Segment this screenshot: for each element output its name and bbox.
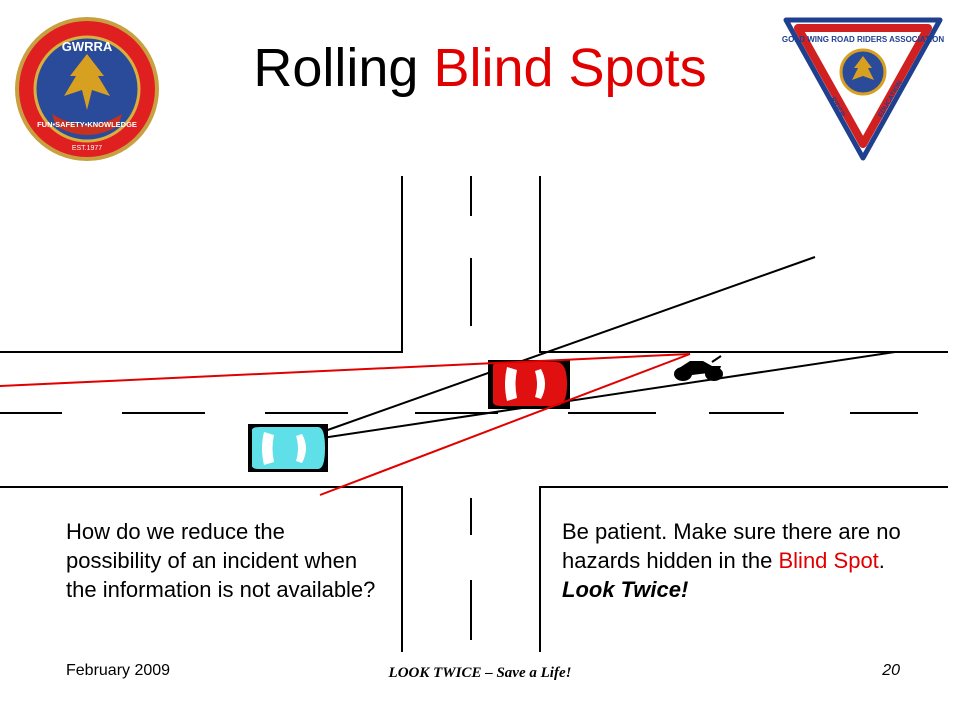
- rider-ed-top-text: GOLD WING ROAD RIDERS ASSOCIATION: [782, 35, 944, 44]
- sight-line-lower: [321, 351, 896, 439]
- gwrra-ring-text: GWRRA: [62, 39, 113, 54]
- slide-title: Rolling Blind Spots: [0, 36, 960, 100]
- footer-slogan: LOOK TWICE – Save a Life!: [388, 665, 572, 681]
- gwrra-banner-text: FUN•SAFETY•KNOWLEDGE: [37, 120, 137, 129]
- intersection-diagram: [0, 176, 948, 652]
- gwrra-established-text: EST.1977: [72, 145, 102, 152]
- road-edge-bottom-right: [539, 486, 948, 652]
- title-part-2: Blind Spots: [433, 38, 707, 98]
- cyan-car: [248, 424, 328, 472]
- answer-emphasis: Look Twice!: [562, 577, 689, 602]
- blind-spot-lines: [0, 353, 691, 496]
- page-number: 20: [882, 662, 900, 679]
- rider-education-logo: GOLD WING ROAD RIDERS ASSOCIATION RIDER …: [782, 17, 944, 161]
- road-edge-bottom-left: [0, 486, 403, 652]
- answer-text: Be patient. Make sure there are no hazar…: [562, 517, 942, 604]
- road-edges: [0, 176, 948, 652]
- footer-date: February 2009: [66, 662, 171, 679]
- answer-text-2: .: [878, 548, 885, 573]
- gwrra-logo: GWRRA FUN•SAFETY•KNOWLEDGE EST.1977: [15, 17, 159, 161]
- red-car: [488, 360, 570, 409]
- motorcycle-icon: [674, 355, 723, 381]
- sight-line-upper: [321, 256, 816, 433]
- title-part-1: Rolling: [253, 38, 434, 98]
- road-edge-top-left: [0, 176, 403, 353]
- question-text: How do we reduce the possibility of an i…: [66, 519, 376, 602]
- road-edge-top-right: [539, 176, 948, 353]
- answer-highlight: Blind Spot: [778, 548, 879, 573]
- answer-text-1: Be patient. Make sure there are no hazar…: [562, 519, 901, 573]
